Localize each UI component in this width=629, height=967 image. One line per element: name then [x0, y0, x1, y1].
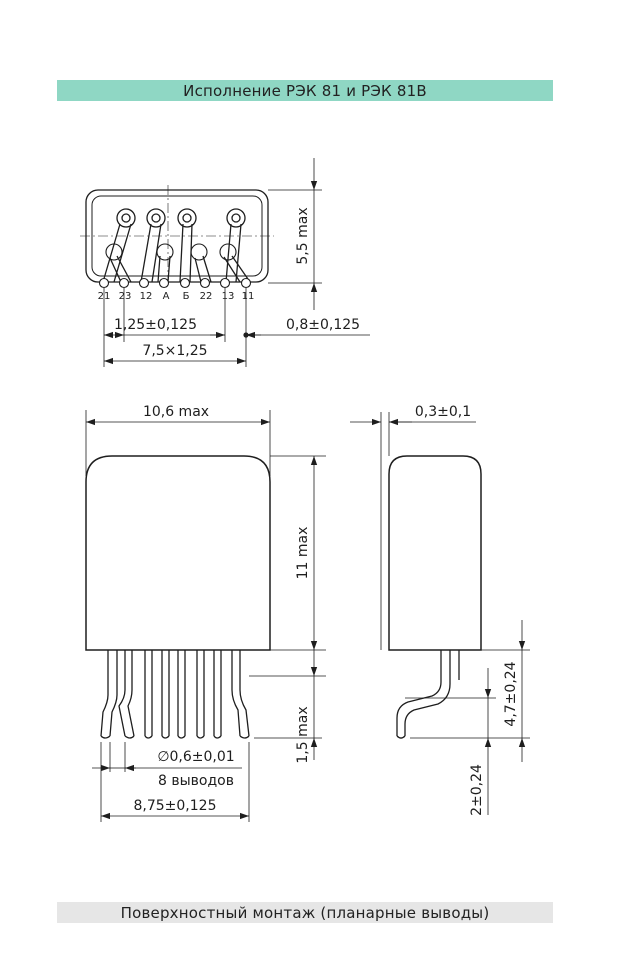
- dim-side-lead-height: 4,7±0,24: [503, 661, 519, 726]
- top-view: [80, 185, 274, 289]
- top-upper-pads: [116, 208, 246, 228]
- dim-lead-diameter: ∅0,6±0,01: [157, 749, 234, 765]
- front-leads: [100, 650, 250, 737]
- pin-label: А: [163, 291, 170, 302]
- side-body: [388, 455, 482, 651]
- pin-label: 13: [222, 291, 235, 302]
- dim-pin-offset: 0,8±0,125: [286, 317, 360, 333]
- header-title: Исполнение РЭК 81 и РЭК 81В: [183, 81, 427, 100]
- dim-body-height: 11 max: [295, 527, 311, 580]
- top-lower-pads: [105, 243, 237, 261]
- dim-lead-count: 8 выводов: [158, 773, 234, 789]
- footer-caption: Поверхностный монтаж (планарные выводы): [120, 903, 490, 922]
- side-dimensions: [350, 412, 530, 815]
- front-dimensions: [85, 410, 326, 822]
- front-body: [85, 455, 271, 651]
- front-view: [85, 455, 271, 739]
- pin-label: 11: [242, 291, 255, 302]
- pin-label: 23: [119, 291, 132, 302]
- top-leads: [102, 223, 251, 283]
- side-view: [388, 455, 482, 739]
- dim-pin-pitch: 1,25±0,125: [114, 317, 197, 333]
- side-lead: [396, 650, 460, 739]
- footer-banner: Поверхностный монтаж (планарные выводы): [57, 902, 553, 923]
- dim-body-width: 10,6 max: [143, 404, 209, 420]
- dim-lead-thickness: 0,3±0,1: [415, 404, 471, 420]
- dim-side-foot: 2±0,24: [469, 764, 485, 816]
- top-pin-terminals: [98, 277, 252, 289]
- front-lead-tips: [100, 735, 250, 739]
- dim-dot: [243, 332, 249, 338]
- dim-top-height: 5,5 max: [295, 207, 311, 264]
- dim-lead-span: 8,75±0,125: [134, 798, 217, 814]
- pin-label: Б: [183, 291, 190, 302]
- top-dimensions: [103, 158, 370, 367]
- pin-label: 12: [140, 291, 153, 302]
- header-banner: Исполнение РЭК 81 и РЭК 81В: [57, 80, 553, 101]
- dim-lead-height: 1,5 max: [295, 706, 311, 763]
- dim-pitch-total: 7,5×1,25: [142, 343, 207, 359]
- pin-label: 22: [200, 291, 213, 302]
- pin-labels: 21 23 12 А Б 22 13 11: [98, 291, 255, 302]
